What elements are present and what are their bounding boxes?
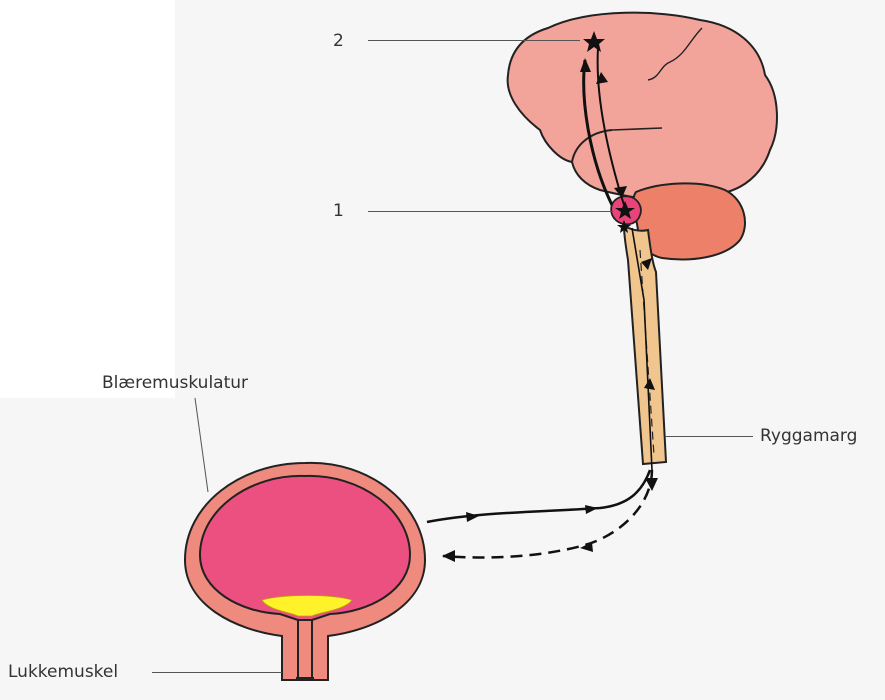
- leader-line-2: [368, 40, 580, 41]
- bladder: [185, 463, 425, 680]
- label-bladder-muscle: Blæremuskulatur: [102, 373, 248, 393]
- label-brainstem-center: 1: [333, 201, 344, 221]
- leader-line-sphincter: [152, 672, 282, 673]
- label-sphincter: Lukkemuskel: [8, 662, 118, 682]
- leader-line-spinal-cord: [665, 436, 753, 437]
- label-spinal-cord: Ryggamarg: [760, 426, 857, 446]
- label-brain-center: 2: [333, 31, 344, 51]
- leader-line-1: [368, 211, 613, 212]
- afferent-nerve: [427, 470, 650, 522]
